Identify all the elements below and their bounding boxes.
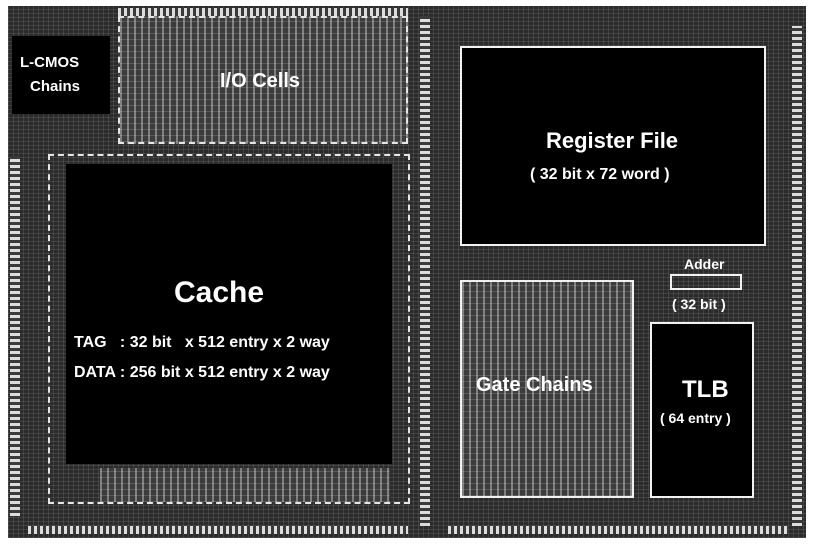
bottom-pad-row-left: [28, 526, 408, 534]
lcmos-chains-block: L-CMOS Chains: [12, 36, 110, 114]
cache-periphery: [100, 468, 390, 502]
adder-block: [670, 274, 742, 290]
register-file-title: Register File: [546, 128, 679, 153]
lcmos-label-line2: Chains: [30, 78, 81, 95]
lcmos-label-line1: L-CMOS: [20, 54, 80, 71]
gate-chains-block: Gate Chains: [460, 280, 634, 498]
tlb-block: TLB ( 64 entry ): [650, 322, 754, 498]
register-file-detail: ( 32 bit x 72 word ): [530, 166, 670, 183]
chip-die: L-CMOS Chains I/O Cells Cache TAG : 32 b…: [8, 6, 806, 538]
left-pad-column: [10, 156, 20, 516]
bottom-pad-row-right: [448, 526, 788, 534]
adder-detail: ( 32 bit ): [672, 296, 726, 312]
gate-chains-label: Gate Chains: [476, 374, 593, 396]
right-pad-column: [792, 26, 802, 526]
tlb-detail: ( 64 entry ): [660, 410, 731, 426]
cache-block: Cache TAG : 32 bit x 512 entry x 2 way D…: [66, 164, 392, 464]
cache-tag-spec: TAG : 32 bit x 512 entry x 2 way: [74, 334, 330, 351]
top-pad-row: [118, 8, 408, 16]
cache-data-spec: DATA : 256 bit x 512 entry x 2 way: [74, 364, 330, 381]
center-pad-column: [420, 16, 430, 526]
register-file-block: Register File ( 32 bit x 72 word ): [460, 46, 766, 246]
cache-title: Cache: [174, 276, 265, 309]
adder-title: Adder: [684, 256, 725, 272]
cache-region: [48, 154, 410, 504]
io-cells-block: I/O Cells: [118, 16, 408, 144]
io-cells-label: I/O Cells: [220, 70, 301, 92]
tlb-title: TLB: [682, 376, 729, 403]
